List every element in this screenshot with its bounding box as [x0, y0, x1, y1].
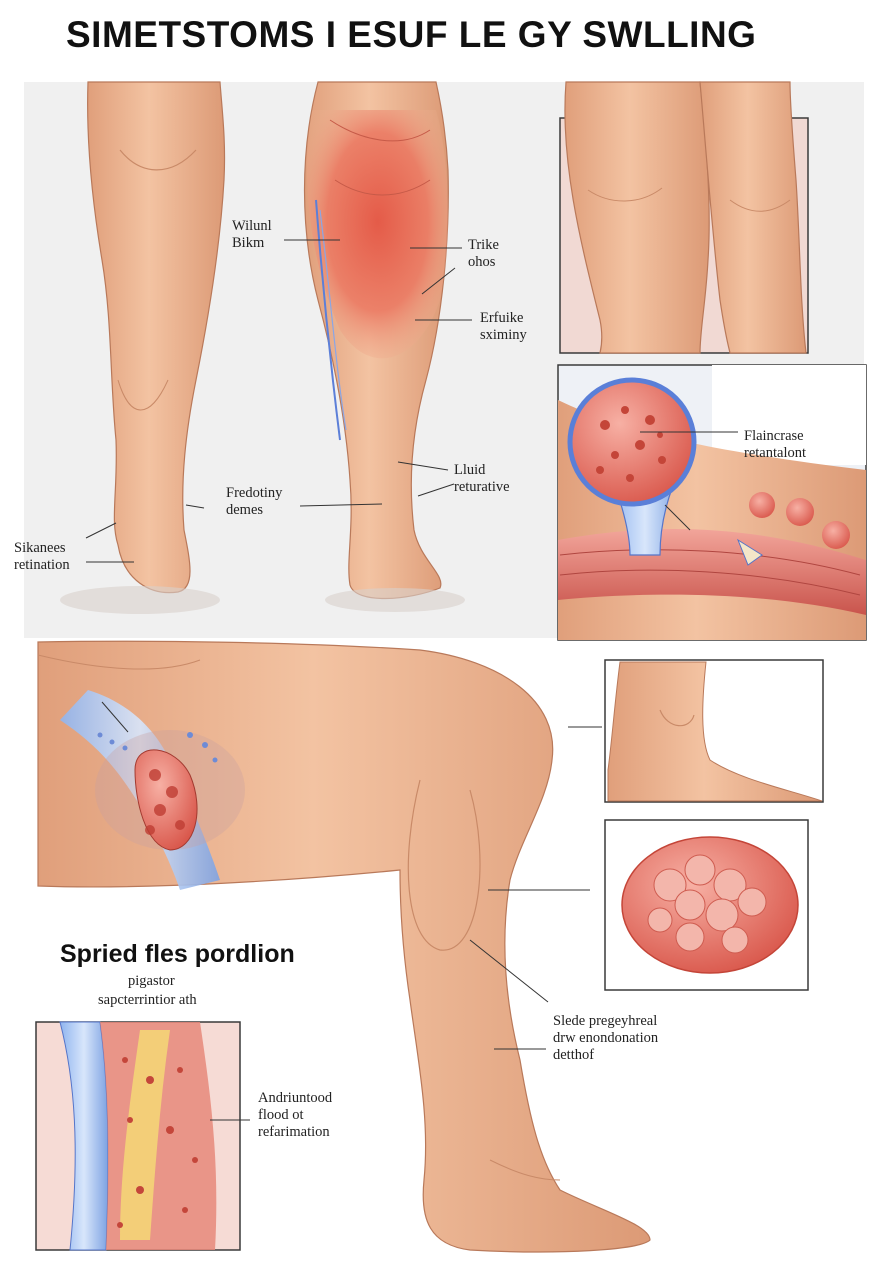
knee-closeup-box [559, 81, 809, 354]
cell-cluster-box [604, 819, 809, 991]
section-caption-1: pigastor [128, 973, 175, 989]
fluid-retention-cross-section [557, 364, 867, 641]
ankle-closeup-box [604, 659, 824, 803]
healthy-leg-back-view [60, 81, 226, 614]
section-caption-2: sapcterrintior ath [98, 992, 197, 1008]
page-title: SIMETSTOMS I ESUF LE GY SWLLING [66, 14, 757, 55]
section-heading: Spried fles pordlion [60, 940, 295, 968]
vein-inflammation-box [35, 1021, 241, 1251]
leader-lines [85, 239, 738, 1121]
inflamed-leg-view [303, 81, 465, 612]
swollen-bent-leg [37, 640, 651, 1253]
